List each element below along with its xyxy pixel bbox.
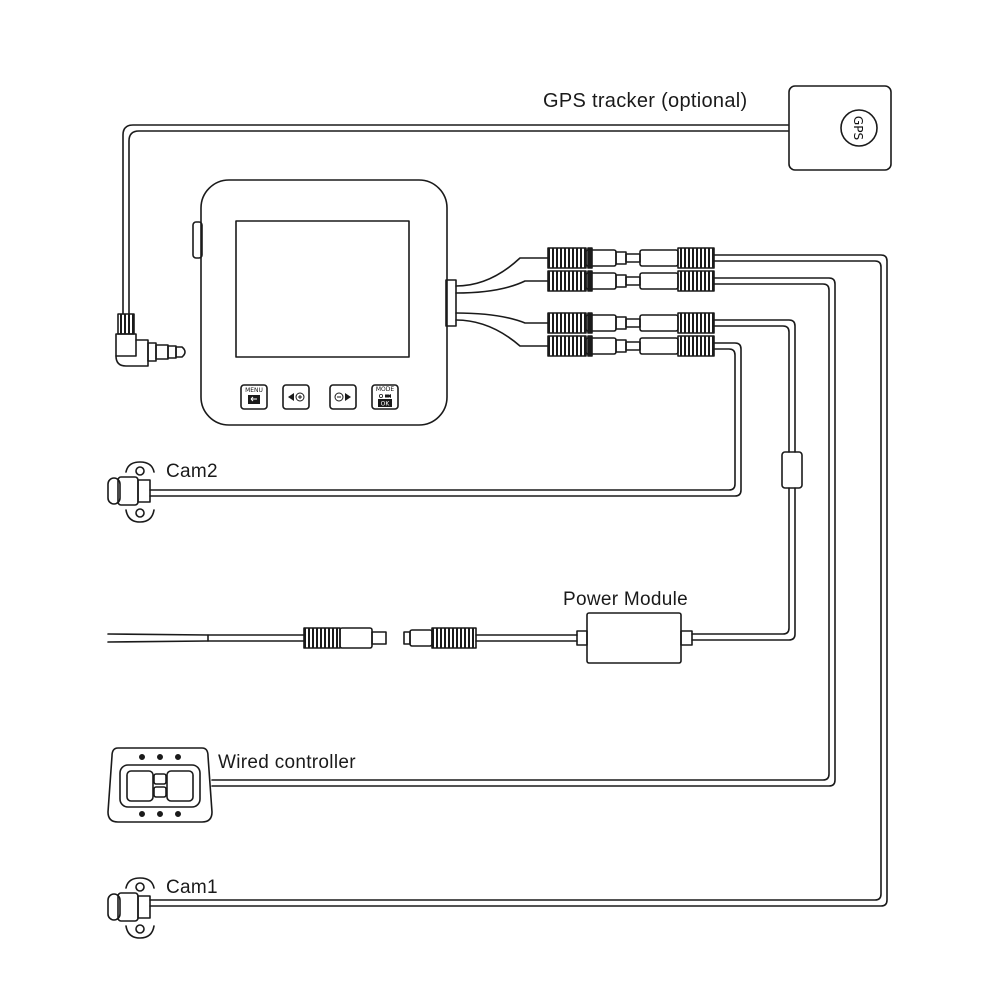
plug-connector — [115, 313, 186, 367]
minus-right-arrow-icon — [334, 392, 351, 402]
cam1-cable-inner — [149, 260, 882, 901]
recorder-side-tab — [192, 221, 203, 259]
connector-row-4 — [547, 335, 715, 357]
connector-row-1 — [547, 247, 715, 269]
cam1-label: Cam1 — [166, 877, 218, 898]
cam2-cable-inner — [149, 348, 736, 491]
power-module-label: Power Module — [563, 589, 689, 610]
wired-controller-label: Wired controller — [218, 752, 356, 773]
mode-button-label: MODE — [376, 386, 395, 393]
menu-button — [240, 384, 268, 410]
recorder-screen — [235, 220, 410, 358]
cam2-label: Cam2 — [166, 461, 218, 482]
controller-cable — [211, 277, 836, 787]
cam1-camera — [107, 877, 155, 939]
left-arrow-plus-icon — [288, 392, 305, 402]
gps-cable-inner — [128, 130, 789, 315]
recorder-body — [200, 179, 448, 426]
ok-button-label: OK — [381, 401, 391, 408]
power-connector-male — [303, 627, 387, 649]
power-cable — [713, 319, 796, 453]
gps-unit-text: GPS — [851, 116, 865, 140]
cam2-camera — [107, 461, 155, 523]
power-input-line — [107, 633, 305, 636]
connector-row-2 — [547, 270, 715, 292]
controller-cable-inner — [211, 283, 830, 781]
ferrite-core — [781, 451, 803, 489]
gps-cable — [122, 124, 789, 315]
power-input-line-2 — [107, 640, 305, 643]
left-plus-button — [282, 384, 310, 410]
cam1-cable — [149, 254, 888, 907]
gps-antenna-icon — [840, 109, 878, 147]
menu-button-label: MENU — [245, 387, 263, 394]
gps-tracker — [788, 85, 892, 171]
minus-right-button — [329, 384, 357, 410]
recorder-connector-port — [445, 279, 457, 327]
cam2-cable — [149, 342, 742, 497]
power-module — [586, 612, 682, 664]
connector-row-3 — [547, 312, 715, 334]
mode-icon — [378, 393, 391, 398]
wired-controller — [107, 747, 213, 823]
power-connector-female — [403, 627, 477, 649]
power-cable-inner — [713, 325, 790, 453]
mode-ok-button — [371, 384, 399, 410]
gps-tracker-label: GPS tracker (optional) — [543, 90, 748, 112]
